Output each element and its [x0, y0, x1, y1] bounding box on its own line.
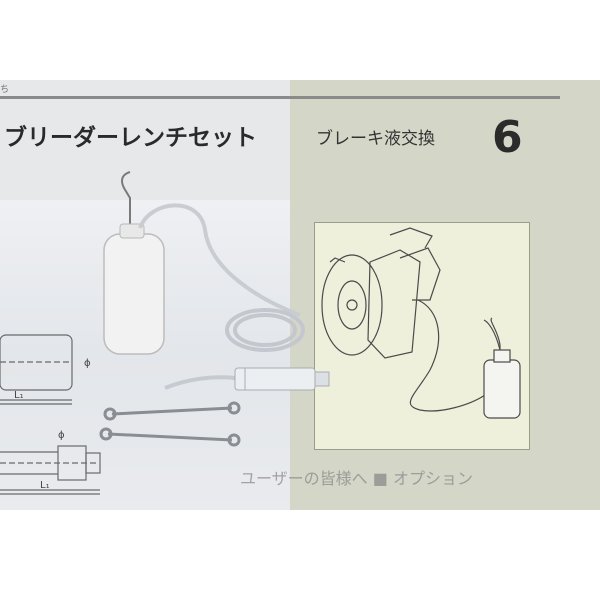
dim-label-2: L₁ — [40, 480, 50, 491]
coiled-hose — [225, 308, 305, 352]
illustration-bottle — [483, 319, 521, 419]
faint-background-text: ユーザーの皆様へ ■ オプション — [240, 469, 473, 488]
catalog-page: ち ブリーダーレンチセット ブレーキ液交換 6 ユーザーの皆様へ ■ オプション — [0, 80, 600, 510]
corner-mark: ち — [0, 85, 10, 95]
bleeder-bottle — [103, 171, 301, 355]
dim-label-1: L₁ — [14, 390, 24, 401]
top-rule — [0, 96, 560, 99]
product-title: ブリーダーレンチセット — [4, 125, 257, 151]
dimension-drawing-2 — [0, 445, 101, 495]
brake-caliper-drawing — [321, 227, 501, 412]
phi-label-1: ϕ — [84, 358, 91, 369]
dimension-drawing-1 — [0, 334, 73, 405]
phi-label-2: ϕ — [58, 430, 65, 441]
section-label: ブレーキ液交換 — [316, 129, 435, 149]
bleeder-wrenches — [99, 401, 241, 447]
page-number: 6 — [492, 112, 523, 163]
syringe — [164, 367, 330, 391]
